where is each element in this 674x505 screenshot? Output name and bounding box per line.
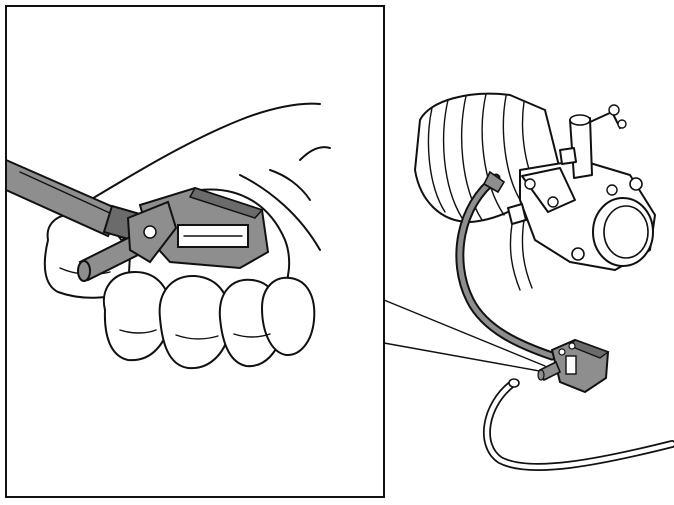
throttle-body-assembly-icon [414, 92, 656, 291]
vacuum-sensor-hose-icon [455, 170, 674, 471]
callout-lines [383, 299, 546, 373]
detail-hand-sensor-icon [5, 102, 331, 370]
